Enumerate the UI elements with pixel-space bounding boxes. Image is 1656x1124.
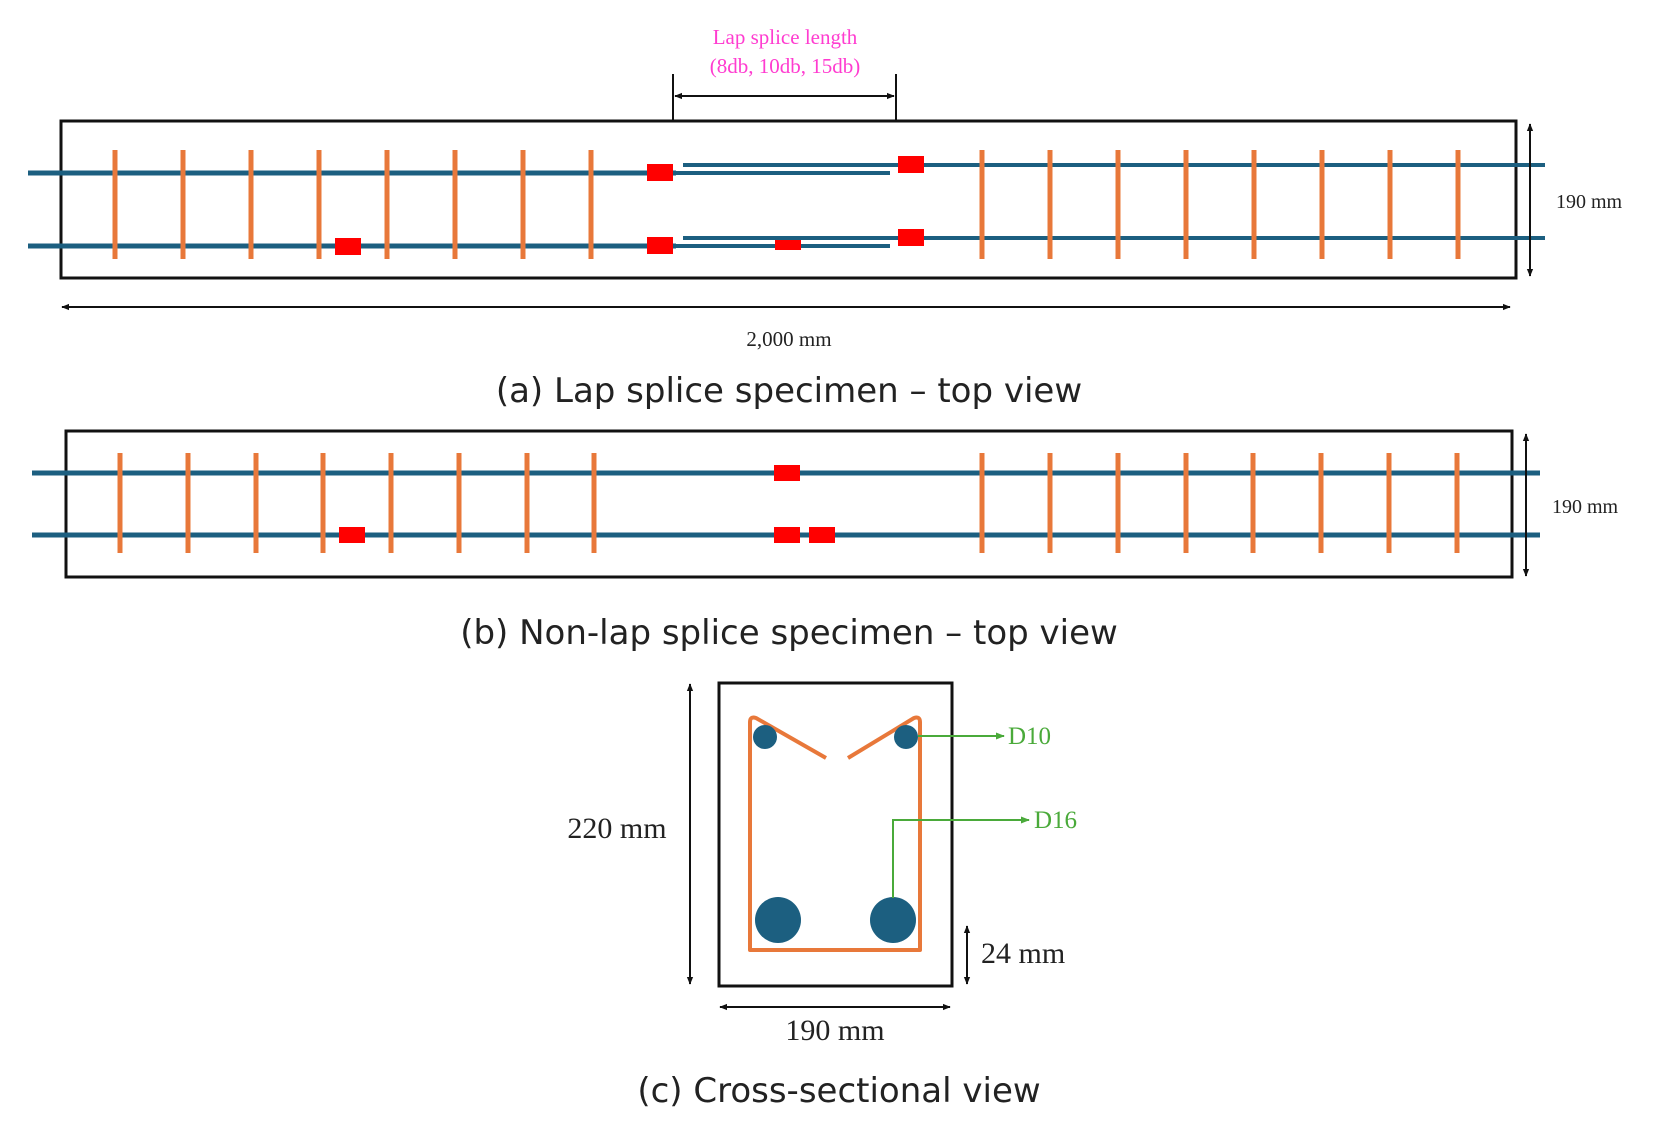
d10-label: D10 (1008, 723, 1051, 750)
bar-d16-left (755, 897, 801, 943)
stirrups-right (979, 150, 1461, 259)
section-width-label: 190 mm (785, 1014, 884, 1047)
section-outline (717, 681, 954, 988)
lap-splice-label-line1: Lap splice length (713, 25, 858, 49)
section-height-label: 220 mm (567, 812, 666, 845)
bar-d10-left (753, 725, 777, 749)
lap-splice-label-line2: (8db, 10db, 15db) (710, 54, 861, 78)
caption-b: (b) Non-lap splice specimen – top view (460, 613, 1118, 653)
strain-gauge (335, 238, 361, 255)
d16-callout-arrow (892, 816, 1030, 898)
beam-outline (64, 429, 1514, 579)
caption-c: (c) Cross-sectional view (637, 1071, 1040, 1111)
stirrups-left (117, 453, 597, 553)
cover-label: 24 mm (981, 937, 1065, 970)
stirrup-outline (748, 715, 922, 952)
strain-gauge (774, 527, 800, 543)
panel-a-lap-splice: Lap splice length (8db, 10db, 15db) (28, 25, 1622, 411)
strain-gauge (809, 527, 835, 543)
stirrups-right (979, 453, 1460, 553)
stirrups-left (112, 150, 594, 259)
strain-gauge (774, 465, 800, 481)
strain-gauge (647, 237, 673, 254)
height-label-a: 190 mm (1556, 191, 1623, 213)
bar-d10-right (894, 725, 918, 749)
strain-gauge (647, 164, 673, 181)
panel-c-cross-section: D10 D16 220 mm 24 mm 190 mm (c) Cross-se… (567, 681, 1077, 1111)
strain-gauge (898, 156, 924, 173)
strain-gauges-b (339, 465, 835, 543)
strain-gauge (339, 527, 365, 543)
bar-d16-right (870, 897, 916, 943)
length-label: 2,000 mm (746, 327, 831, 351)
caption-a: (a) Lap splice specimen – top view (496, 371, 1082, 411)
d16-label: D16 (1034, 807, 1077, 834)
strain-gauges-a (335, 156, 924, 255)
height-label-b: 190 mm (1552, 496, 1619, 518)
strain-gauge (775, 240, 801, 250)
strain-gauge (898, 229, 924, 246)
panel-b-non-lap-splice: 190 mm (b) Non-lap splice specimen – top… (32, 429, 1619, 653)
beam-outline (59, 119, 1518, 280)
